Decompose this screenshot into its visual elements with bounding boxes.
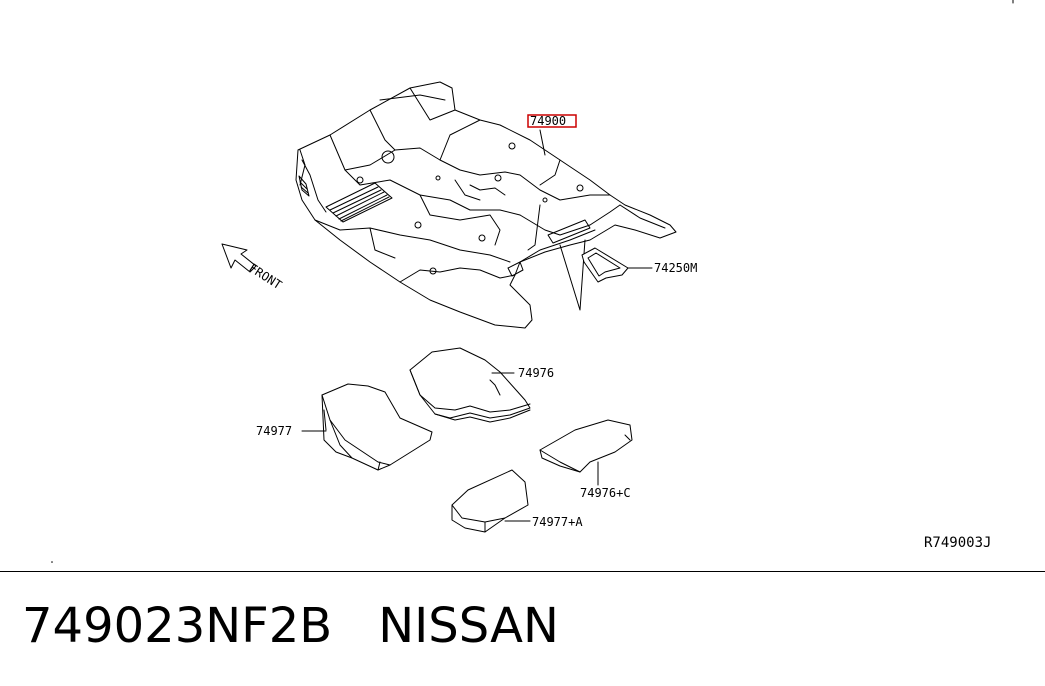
callout-label-74250m: 74250M bbox=[654, 261, 697, 275]
callout-label-74976: 74976 bbox=[518, 366, 554, 380]
footer: 749023NF2B NISSAN bbox=[22, 598, 559, 658]
brand-name: NISSAN bbox=[378, 598, 559, 654]
callout-main-carpet: 74900 bbox=[527, 114, 577, 156]
callout-heel-pad: 74250M bbox=[627, 261, 697, 275]
heel-pad-74250m bbox=[581, 247, 629, 283]
mat-front-left: 74977 bbox=[256, 383, 433, 471]
mat-front-right: 74976 bbox=[409, 347, 554, 423]
callout-label-74976c: 74976+C bbox=[580, 486, 631, 500]
mat-rear-right: 74976+C bbox=[539, 419, 633, 500]
highlight-box bbox=[527, 114, 577, 128]
callout-label-74900: 74900 bbox=[530, 114, 566, 128]
callout-label-74977a: 74977+A bbox=[532, 515, 583, 529]
part-number: 749023NF2B bbox=[22, 598, 333, 654]
front-arrow-icon: FRONT bbox=[221, 243, 284, 292]
front-label: FRONT bbox=[246, 261, 284, 292]
parts-diagram: 74900 74250M FRONT 74977 74976 74976+C bbox=[51, 0, 1014, 563]
left-edge-grid bbox=[298, 175, 310, 197]
mat-rear-left: 74977+A bbox=[451, 469, 583, 533]
drawing-reference: R749003J bbox=[924, 535, 991, 551]
callout-label-74977: 74977 bbox=[256, 424, 292, 438]
footer-divider bbox=[0, 571, 1045, 572]
floor-carpet-assembly bbox=[295, 81, 677, 329]
heel-grid-pad bbox=[325, 182, 393, 223]
